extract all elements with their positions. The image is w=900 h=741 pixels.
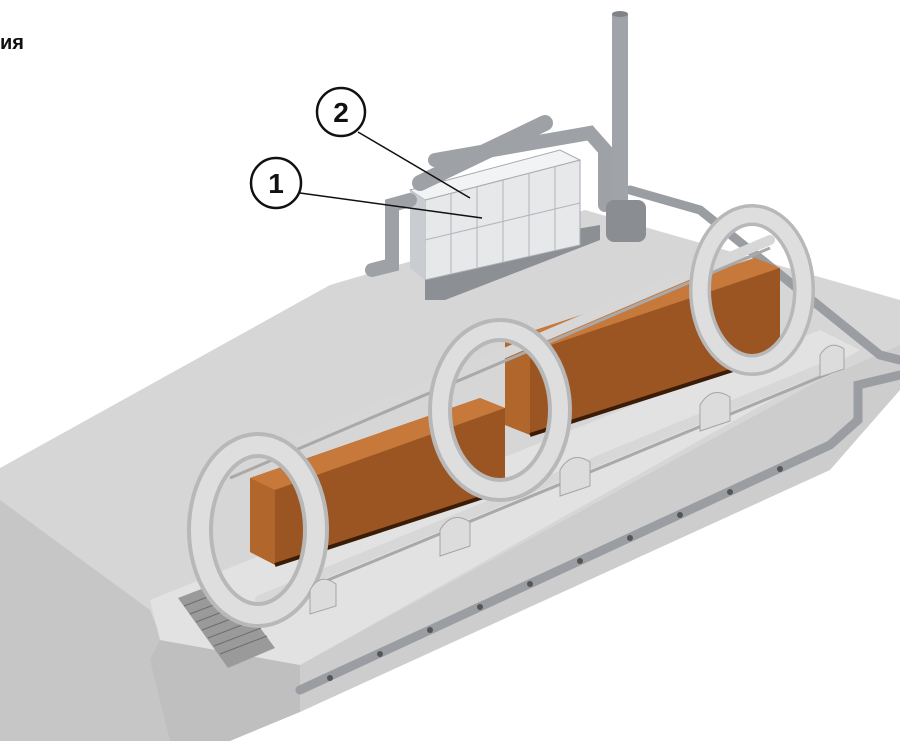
filter-duct-left bbox=[365, 193, 417, 277]
callout-1-number: 1 bbox=[268, 168, 284, 199]
rail-top bbox=[225, 235, 775, 475]
floor-pipe bbox=[295, 370, 900, 695]
ring-middle bbox=[428, 318, 572, 502]
roof-pipe bbox=[625, 185, 900, 365]
callout-1-leader bbox=[299, 192, 483, 219]
pit-wall-front bbox=[150, 640, 300, 741]
callout-1: 1 bbox=[249, 156, 483, 219]
exhaust-stack bbox=[612, 14, 628, 234]
filter-duct-mid bbox=[428, 125, 612, 212]
filter-unit bbox=[365, 115, 612, 300]
rail-bottom bbox=[255, 360, 835, 605]
filter-panel-grid bbox=[424, 167, 581, 274]
callout-1-circle bbox=[249, 156, 303, 210]
cropped-text-top: ия bbox=[0, 32, 24, 54]
callout-2-leader bbox=[357, 131, 471, 199]
roller-supports bbox=[309, 344, 845, 615]
callout-2-circle bbox=[315, 86, 367, 138]
callout-2-number: 2 bbox=[333, 97, 349, 128]
rail-top-shadow bbox=[229, 246, 771, 480]
ring-front bbox=[187, 432, 329, 628]
rail-bottom-shadow bbox=[259, 371, 831, 610]
exhaust-stack-cap bbox=[612, 11, 628, 17]
filter-unit-side bbox=[410, 190, 425, 280]
ring-back bbox=[689, 204, 815, 376]
exhaust-fan bbox=[606, 200, 646, 242]
callout-2: 2 bbox=[315, 86, 471, 199]
pipe-bolts bbox=[327, 466, 783, 681]
floor-grate bbox=[178, 580, 275, 668]
